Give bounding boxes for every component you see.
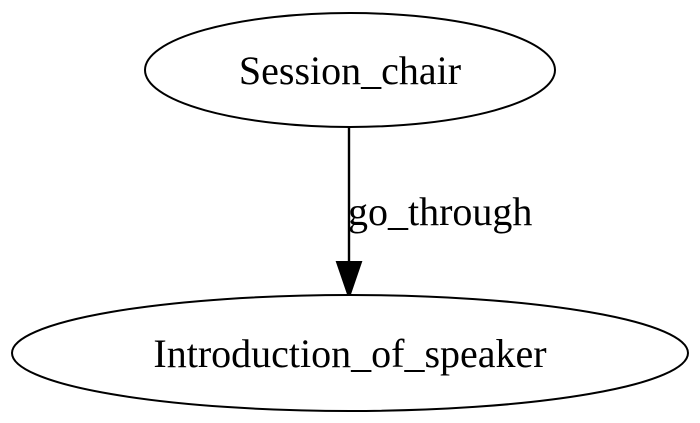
node-introduction-of-speaker[interactable]: Introduction_of_speaker — [11, 294, 689, 412]
node-session-chair[interactable]: Session_chair — [144, 12, 556, 128]
edge-go-through-label: go_through — [348, 189, 532, 234]
node-introduction-of-speaker-label: Introduction_of_speaker — [153, 331, 546, 376]
edge-go-through: go_through — [335, 127, 532, 301]
node-session-chair-label: Session_chair — [239, 48, 461, 93]
edge-go-through-arrowhead — [335, 261, 363, 301]
node-introduction-of-speaker-shape — [11, 294, 689, 412]
